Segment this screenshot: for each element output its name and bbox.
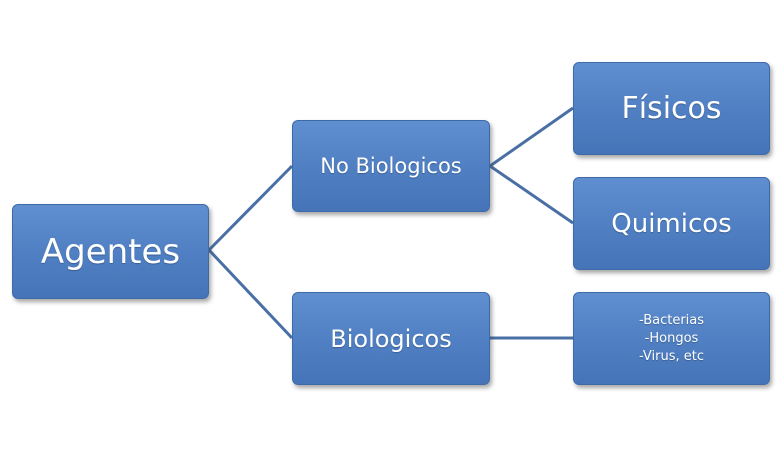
example-bacterias: -Bacterias — [638, 312, 705, 328]
node-fisicos: Físicos — [573, 62, 770, 155]
connector-no-biologicos-to-quimicos — [489, 164, 574, 225]
example-hongos: -Hongos — [644, 330, 699, 346]
connector-agentes-to-biologicos — [207, 248, 294, 340]
connector-agentes-to-no-biologicos — [207, 164, 294, 252]
node-agentes: Agentes — [12, 204, 209, 299]
connector-no-biologicos-to-fisicos — [489, 106, 574, 168]
node-biologicos: Biologicos — [292, 292, 490, 385]
node-no-biologicos: No Biologicos — [292, 120, 490, 212]
example-virus: -Virus, etc — [638, 348, 704, 364]
node-biologicos-examples: -Bacterias -Hongos -Virus, etc — [573, 292, 770, 385]
node-quimicos: Quimicos — [573, 177, 770, 270]
